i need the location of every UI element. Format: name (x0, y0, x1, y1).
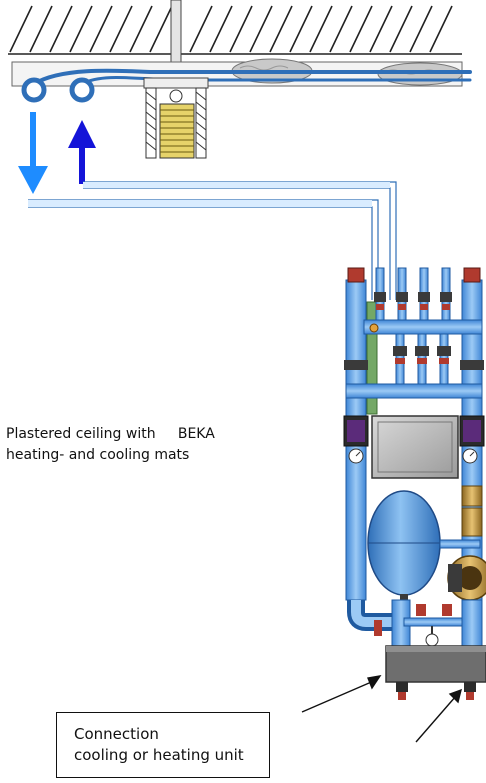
connection-pointer-arrows (301, 675, 462, 743)
connection-callout-box: Connection cooling or heating unit (56, 712, 270, 778)
ceiling-label-line-1: Plastered ceiling with BEKA (6, 426, 215, 442)
distribution-pipe-return (28, 199, 379, 300)
header-pipe-supply (21, 77, 47, 103)
supply-flow-arrow (68, 120, 96, 184)
connection-label-line-2: cooling or heating unit (74, 746, 244, 764)
ceiling-label-line-2: heating- and cooling mats (6, 447, 190, 463)
ceiling-description-label: Plastered ceiling with BEKA heating- and… (6, 424, 306, 466)
ceiling-hatch (9, 5, 453, 53)
return-flow-arrow (18, 112, 48, 194)
ceiling-bracket (143, 77, 209, 159)
hydraulic-station (343, 267, 486, 700)
supply-pipe-fill (83, 182, 390, 188)
header-pipe-return (69, 77, 95, 103)
return-pipe-fill (28, 200, 372, 207)
connection-label-line-1: Connection (74, 725, 159, 743)
